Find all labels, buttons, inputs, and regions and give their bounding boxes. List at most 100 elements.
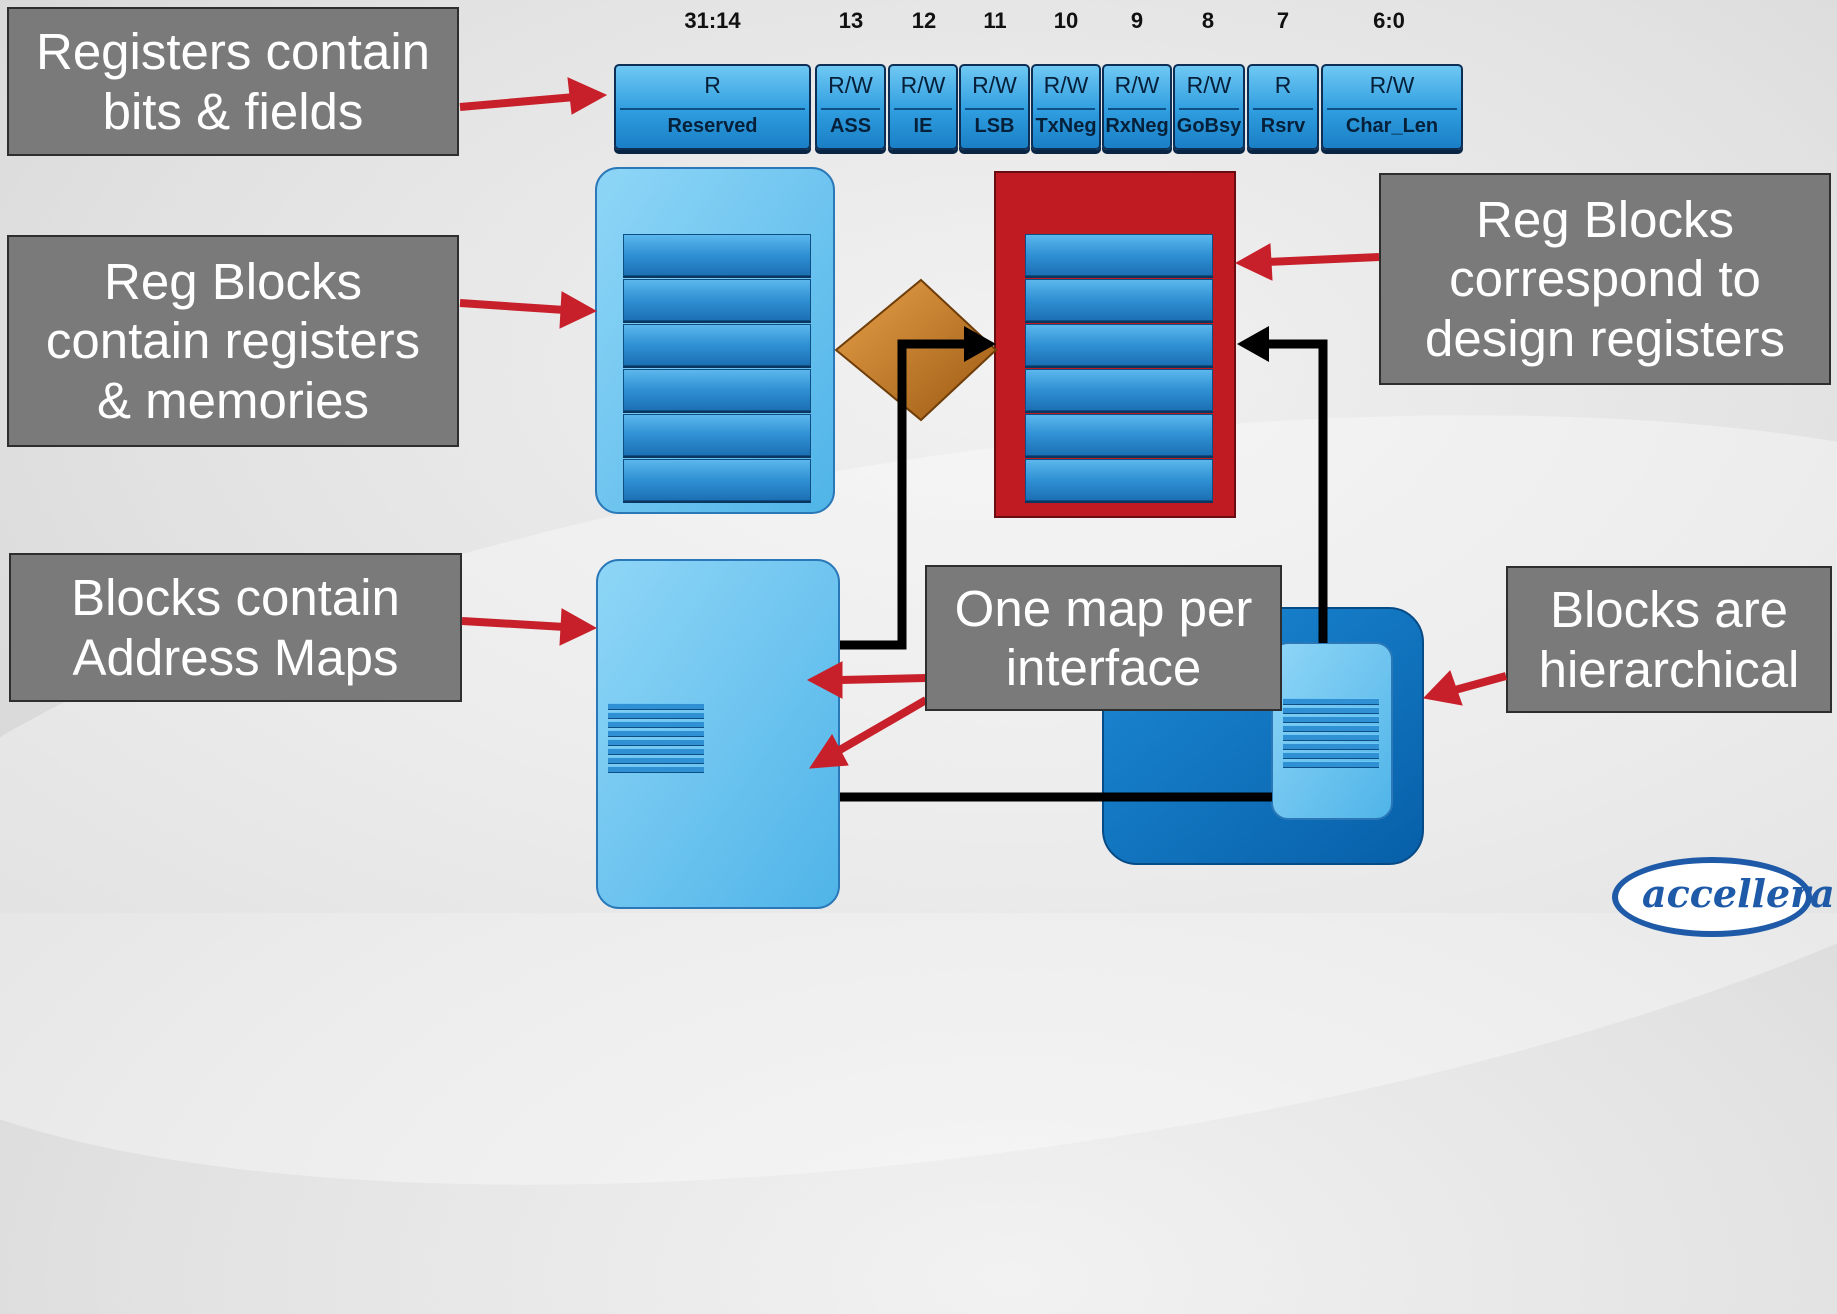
map-row <box>608 730 704 737</box>
register-row <box>623 234 811 276</box>
field-access: R <box>704 72 721 98</box>
field-char-len: R/W Char_Len <box>1321 64 1463 150</box>
field-reserved: R Reserved <box>614 64 811 150</box>
map-row <box>608 712 704 719</box>
field-name: Char_Len <box>1345 115 1439 137</box>
field-name: IE <box>913 115 933 137</box>
register-row <box>623 369 811 411</box>
map-row <box>1283 707 1379 714</box>
register-row <box>1025 414 1213 456</box>
field-name: GoBsy <box>1176 115 1242 137</box>
map-row <box>608 739 704 746</box>
top-block <box>596 559 840 909</box>
field-name: LSB <box>974 115 1015 137</box>
field-access: R/W <box>1043 72 1089 98</box>
field-divider <box>1253 108 1313 110</box>
callout-registers: Registers contain bits & fields <box>7 7 459 156</box>
map-row <box>608 748 704 755</box>
map-row <box>1283 752 1379 759</box>
field-divider <box>821 108 880 110</box>
register-row <box>1025 324 1213 366</box>
field-txneg: R/W TxNeg <box>1031 64 1101 150</box>
sub-block-connector <box>1258 339 1328 643</box>
arrow-one-map-b <box>835 696 929 755</box>
field-name: RxNeg <box>1105 115 1169 137</box>
field-divider <box>1037 108 1095 110</box>
field-access: R/W <box>828 72 873 98</box>
callout-blocks-address-maps: Blocks contain Address Maps <box>9 553 462 702</box>
field-access: R/W <box>900 72 946 98</box>
arrow-hierarchical <box>1453 672 1508 694</box>
sub-block-map-icon <box>1283 698 1379 770</box>
callout-design-registers: Reg Blocks correspond to design register… <box>1379 173 1831 385</box>
field-name: Reserved <box>667 115 758 137</box>
logo-text: accellera <box>1642 871 1835 916</box>
field-ie: R/W IE <box>888 64 958 150</box>
bit-pos-10: 10 <box>1053 8 1079 33</box>
address-map-icon <box>608 703 704 775</box>
map-row <box>608 757 704 764</box>
register-row <box>623 459 811 501</box>
field-access: R <box>1274 72 1292 98</box>
field-gobsy: R/W GoBsy <box>1173 64 1245 150</box>
field-divider <box>620 108 805 110</box>
map-row <box>608 703 704 710</box>
callout-one-map-per-interface: One map per interface <box>925 565 1282 711</box>
field-divider <box>1108 108 1166 110</box>
reg-block-registers <box>623 234 811 504</box>
bit-pos-12: 12 <box>911 8 937 33</box>
accellera-logo: accellera <box>1612 857 1835 937</box>
register-row <box>623 324 811 366</box>
arrow-one-map-a <box>839 674 927 684</box>
map-row <box>1283 716 1379 723</box>
arrow-reg-blocks <box>459 299 566 314</box>
map-connector-top-arrowhead <box>964 326 996 362</box>
field-name: ASS <box>829 115 872 137</box>
arrow-address-maps <box>461 617 566 631</box>
arrow-registers-head <box>567 77 608 115</box>
register-row <box>1025 459 1213 501</box>
field-divider <box>965 108 1024 110</box>
register-row <box>623 279 811 321</box>
bit-pos-8: 8 <box>1201 8 1215 33</box>
map-row <box>1283 698 1379 705</box>
bit-pos-13: 13 <box>838 8 864 33</box>
field-divider <box>1327 108 1457 110</box>
bit-pos-31-14: 31:14 <box>684 8 741 33</box>
arrow-reg-blocks-head <box>559 291 598 329</box>
field-divider <box>894 108 952 110</box>
callout-reg-blocks: Reg Blocks contain registers & memories <box>7 235 459 447</box>
field-access: R/W <box>1369 72 1415 98</box>
arrow-address-maps-head <box>559 608 598 646</box>
register-row <box>1025 369 1213 411</box>
map-connector-top <box>840 339 975 650</box>
field-ass: R/W ASS <box>815 64 886 150</box>
arrow-design-registers <box>1267 253 1380 266</box>
field-rsrv: R Rsrv <box>1247 64 1319 150</box>
register-row <box>623 414 811 456</box>
arrow-hierarchical-head <box>1422 670 1463 706</box>
field-lsb: R/W LSB <box>959 64 1030 150</box>
bit-pos-11: 11 <box>983 8 1007 33</box>
map-row <box>1283 734 1379 741</box>
field-name: TxNeg <box>1035 115 1097 137</box>
field-name: Rsrv <box>1260 115 1306 137</box>
map-row <box>1283 743 1379 750</box>
map-row <box>608 721 704 728</box>
bit-pos-7: 7 <box>1276 8 1290 33</box>
field-access: R/W <box>1186 72 1232 98</box>
arrow-design-registers-head <box>1234 243 1273 281</box>
field-rxneg: R/W RxNeg <box>1102 64 1172 150</box>
map-row <box>1283 725 1379 732</box>
bit-pos-9: 9 <box>1130 8 1144 33</box>
register-row <box>1025 234 1213 276</box>
arrow-one-map-a-head <box>806 661 843 699</box>
adapter-diamond <box>834 278 998 422</box>
bit-pos-6-0: 6:0 <box>1373 8 1405 33</box>
map-row <box>608 766 704 773</box>
arrow-one-map-b-head <box>809 734 849 769</box>
arrow-registers <box>459 93 576 111</box>
map-row <box>1283 761 1379 768</box>
field-access: R/W <box>972 72 1017 98</box>
field-divider <box>1179 108 1239 110</box>
